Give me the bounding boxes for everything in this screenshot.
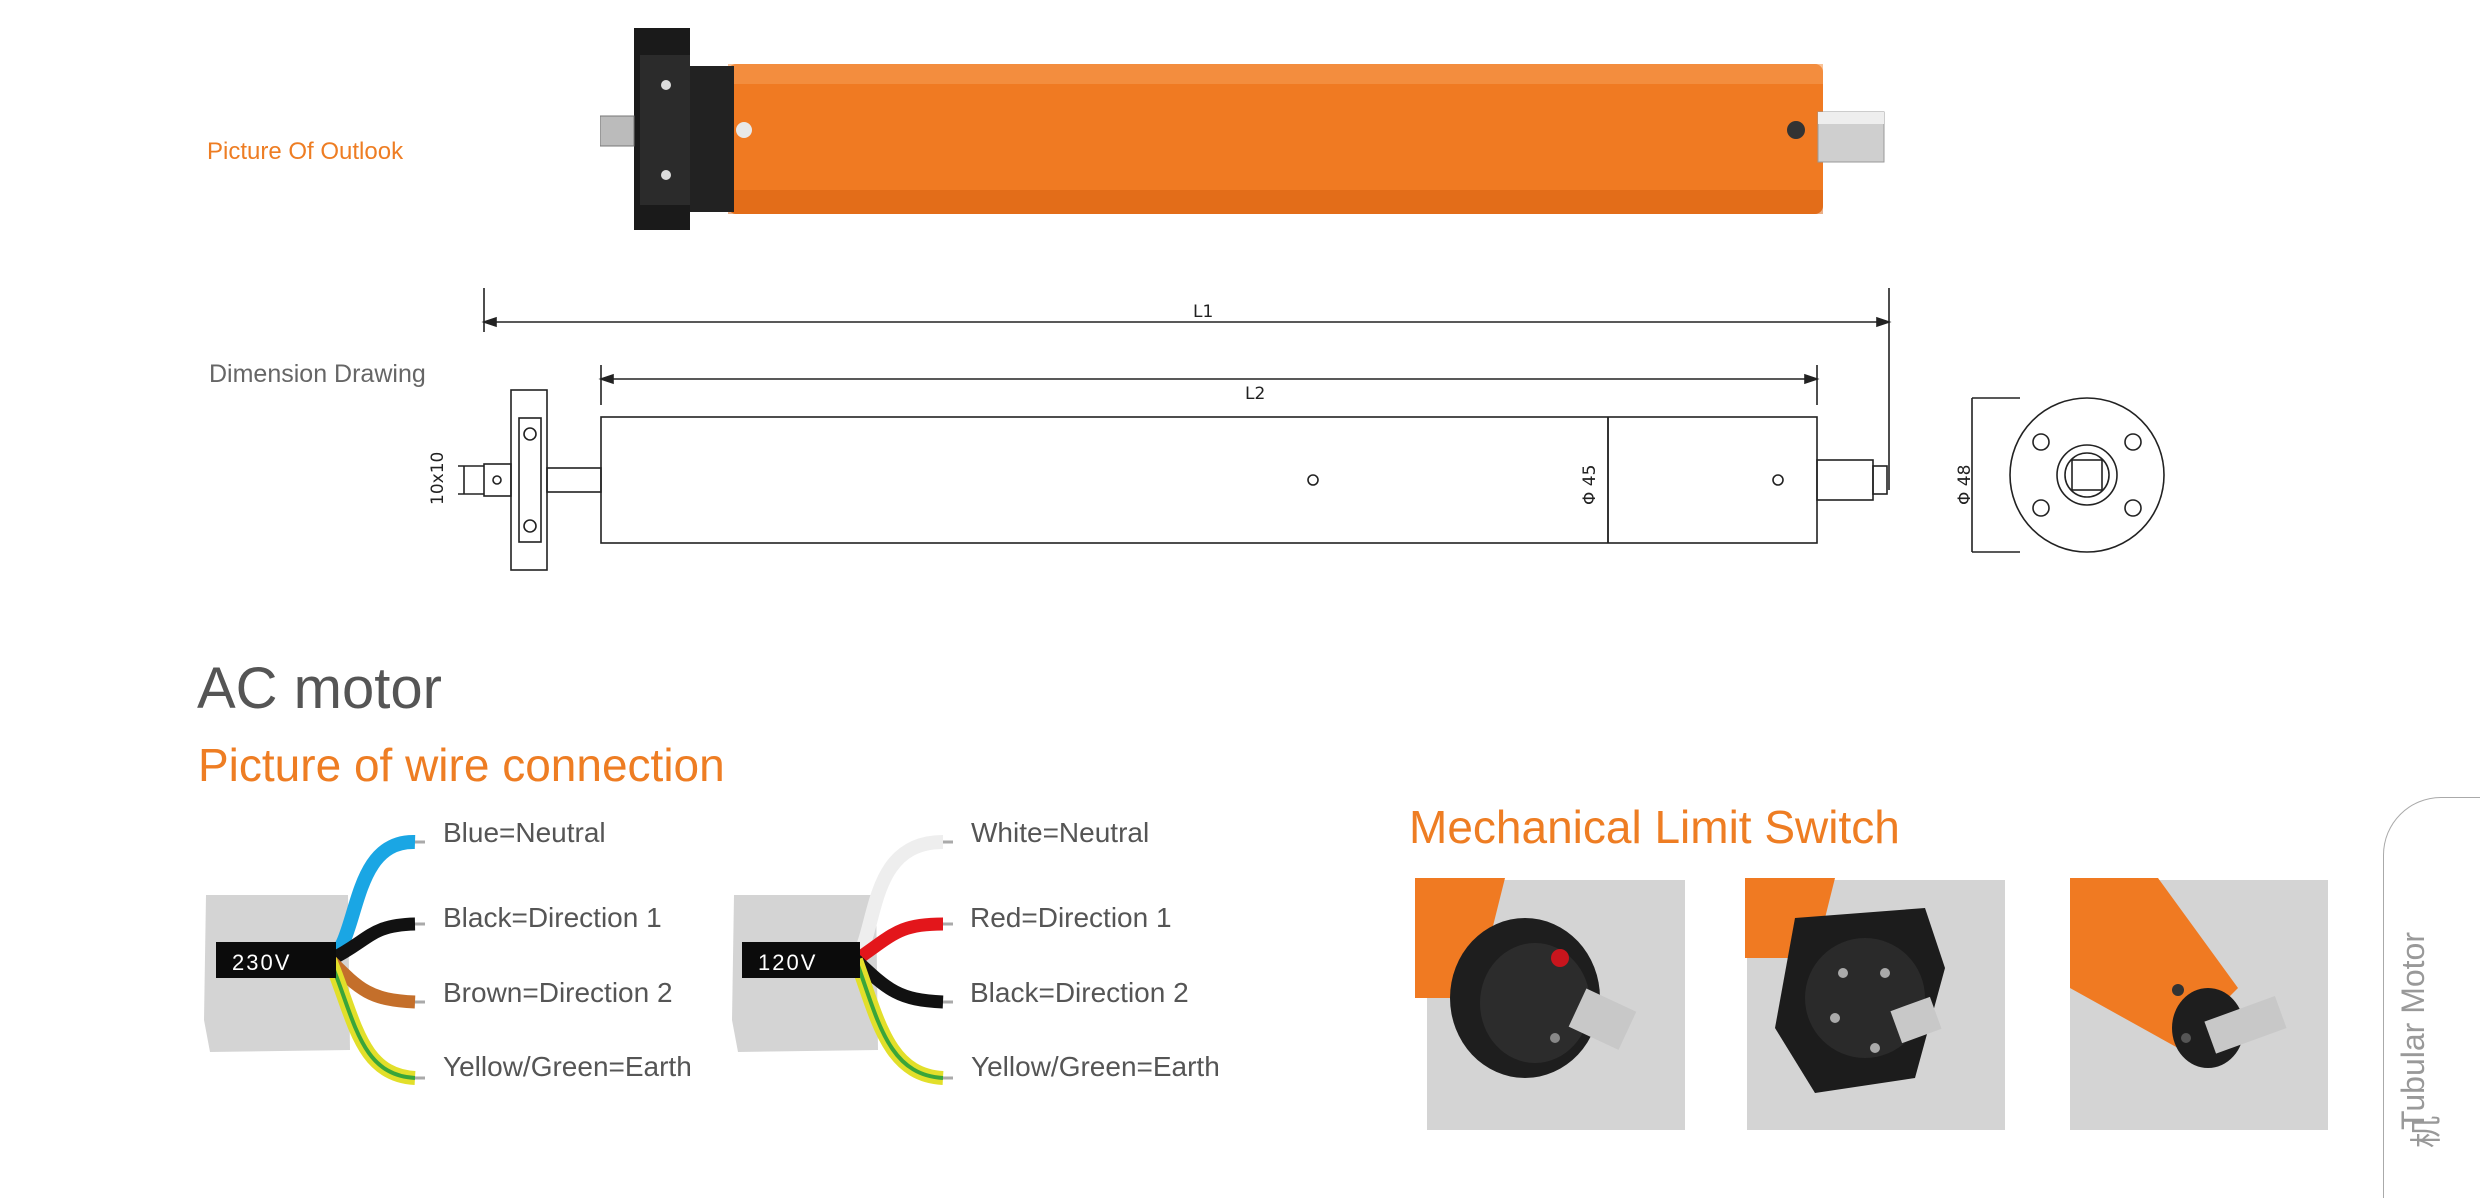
- limit-switch-photo-3: [2070, 878, 2328, 1130]
- dimension-label: Dimension Drawing: [209, 360, 426, 388]
- dimension-drawing: [458, 288, 2165, 571]
- wire-label: Blue=Neutral: [443, 817, 606, 848]
- wire-label: Black=Direction 1: [443, 902, 662, 933]
- limit-switch-photo-2: [1745, 878, 2005, 1130]
- wire-label: Yellow/Green=Earth: [443, 1051, 692, 1082]
- limit-switch-title: Mechanical Limit Switch: [1409, 801, 1900, 853]
- side-tab-label: Tubular Motor: [2395, 932, 2431, 1130]
- dimension-l2: L2: [1245, 384, 1266, 404]
- wire-label: Yellow/Green=Earth: [971, 1051, 1220, 1082]
- motor-outlook-image: [600, 28, 1885, 230]
- side-tab: [2383, 797, 2480, 1198]
- dimension-shaft: 10x10: [428, 451, 448, 505]
- wire-label: Brown=Direction 2: [443, 977, 673, 1008]
- limit-switch-photo-1: [1415, 878, 1685, 1130]
- outlook-label: Picture Of Outlook: [207, 138, 404, 165]
- voltage-badge-120v: 120V: [758, 950, 818, 975]
- dimension-l1: L1: [1193, 302, 1214, 322]
- wiring-diagram-120v: [732, 835, 953, 1085]
- wire-label: Red=Direction 1: [970, 902, 1172, 933]
- dimension-tube-diameter: Φ 45: [1580, 464, 1600, 505]
- wire-connection-title: Picture of wire connection: [198, 739, 725, 791]
- wiring-diagram-230v: [204, 834, 425, 1085]
- wire-label: White=Neutral: [971, 817, 1150, 848]
- ac-motor-title: AC motor: [197, 656, 442, 721]
- side-tab-partial-chars: 机: [2407, 1115, 2445, 1148]
- voltage-badge-230v: 230V: [232, 950, 292, 975]
- wire-label: Black=Direction 2: [970, 977, 1189, 1008]
- dimension-head-diameter: Φ 48: [1955, 464, 1975, 505]
